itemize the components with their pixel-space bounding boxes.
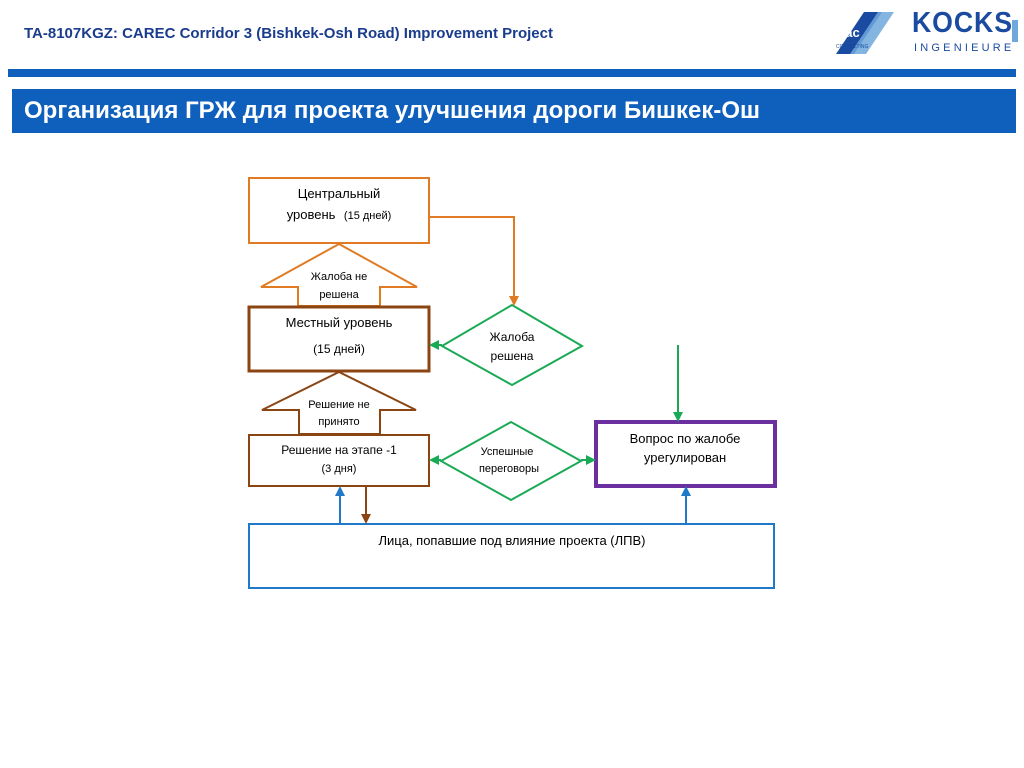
kocks-logo-edge	[1012, 20, 1018, 42]
cac-consulting-logo: cac CONSULTING	[836, 12, 894, 54]
stage1-decision-title: Решение на этапе -1	[281, 443, 397, 457]
local-level-days: (15 дней)	[313, 342, 365, 356]
svg-text:уровень (15 дней): уровень (15 дней)	[287, 206, 392, 223]
affected-persons-node: Лица, попавшие под влияние проекта (ЛПВ)	[248, 523, 775, 589]
decision-not-accepted-arrow: Решение не принято	[261, 370, 417, 435]
issue-settled-node: Вопрос по жалобе урегулирован	[594, 420, 777, 488]
stage1-decision-days: (3 дня)	[322, 463, 357, 475]
central-level-title: Центральный	[298, 186, 381, 201]
kocks-logo-subtitle: INGENIEURE	[914, 42, 1015, 54]
kocks-logo-name: KOCKS	[912, 7, 1013, 39]
successful-negotiations-line2: переговоры	[479, 463, 539, 475]
issue-settled-line2: урегулирован	[644, 450, 726, 465]
unresolved-complaint-line2: решена	[319, 289, 359, 301]
central-level-node: Центральный уровень (15 дней)	[248, 177, 430, 244]
unresolved-complaint-arrow: Жалоба не решена	[260, 242, 418, 307]
local-level-node: Местный уровень (15 дней)	[247, 305, 431, 373]
decision-not-accepted-line1: Решение не	[308, 399, 370, 411]
affected-persons-label: Лица, попавшие под влияние проекта (ЛПВ)	[378, 533, 645, 548]
local-level-title: Местный уровень	[286, 315, 393, 330]
complaint-resolved-node: Жалоба решена	[439, 303, 585, 387]
unresolved-complaint-line1: Жалоба не	[311, 271, 367, 283]
slide-title: Организация ГРЖ для проекта улучшения до…	[24, 97, 761, 124]
central-level-label: уровень	[287, 207, 336, 222]
header-rule	[8, 69, 1016, 77]
slide-title-banner: Организация ГРЖ для проекта улучшения до…	[12, 89, 1016, 133]
successful-negotiations-line1: Успешные	[481, 446, 534, 458]
central-level-days: (15 дней)	[344, 210, 391, 222]
cac-logo-subtitle: CONSULTING	[836, 44, 869, 50]
complaint-resolved-line1: Жалоба	[490, 330, 535, 344]
issue-settled-line1: Вопрос по жалобе	[630, 431, 741, 446]
kocks-ingenieure-logo: KOCKS INGENIEURE	[912, 8, 1018, 56]
stage1-decision-node: Решение на этапе -1 (3 дня)	[248, 434, 430, 487]
svg-text:cac: cac	[838, 25, 860, 40]
decision-not-accepted-line2: принято	[318, 416, 359, 428]
central-to-resolved-arrow	[430, 216, 519, 306]
project-title: TA-8107KGZ: CAREC Corridor 3 (Bishkek-Os…	[24, 25, 553, 42]
successful-negotiations-node: Успешные переговоры	[438, 420, 584, 502]
complaint-resolved-line2: решена	[491, 349, 534, 363]
